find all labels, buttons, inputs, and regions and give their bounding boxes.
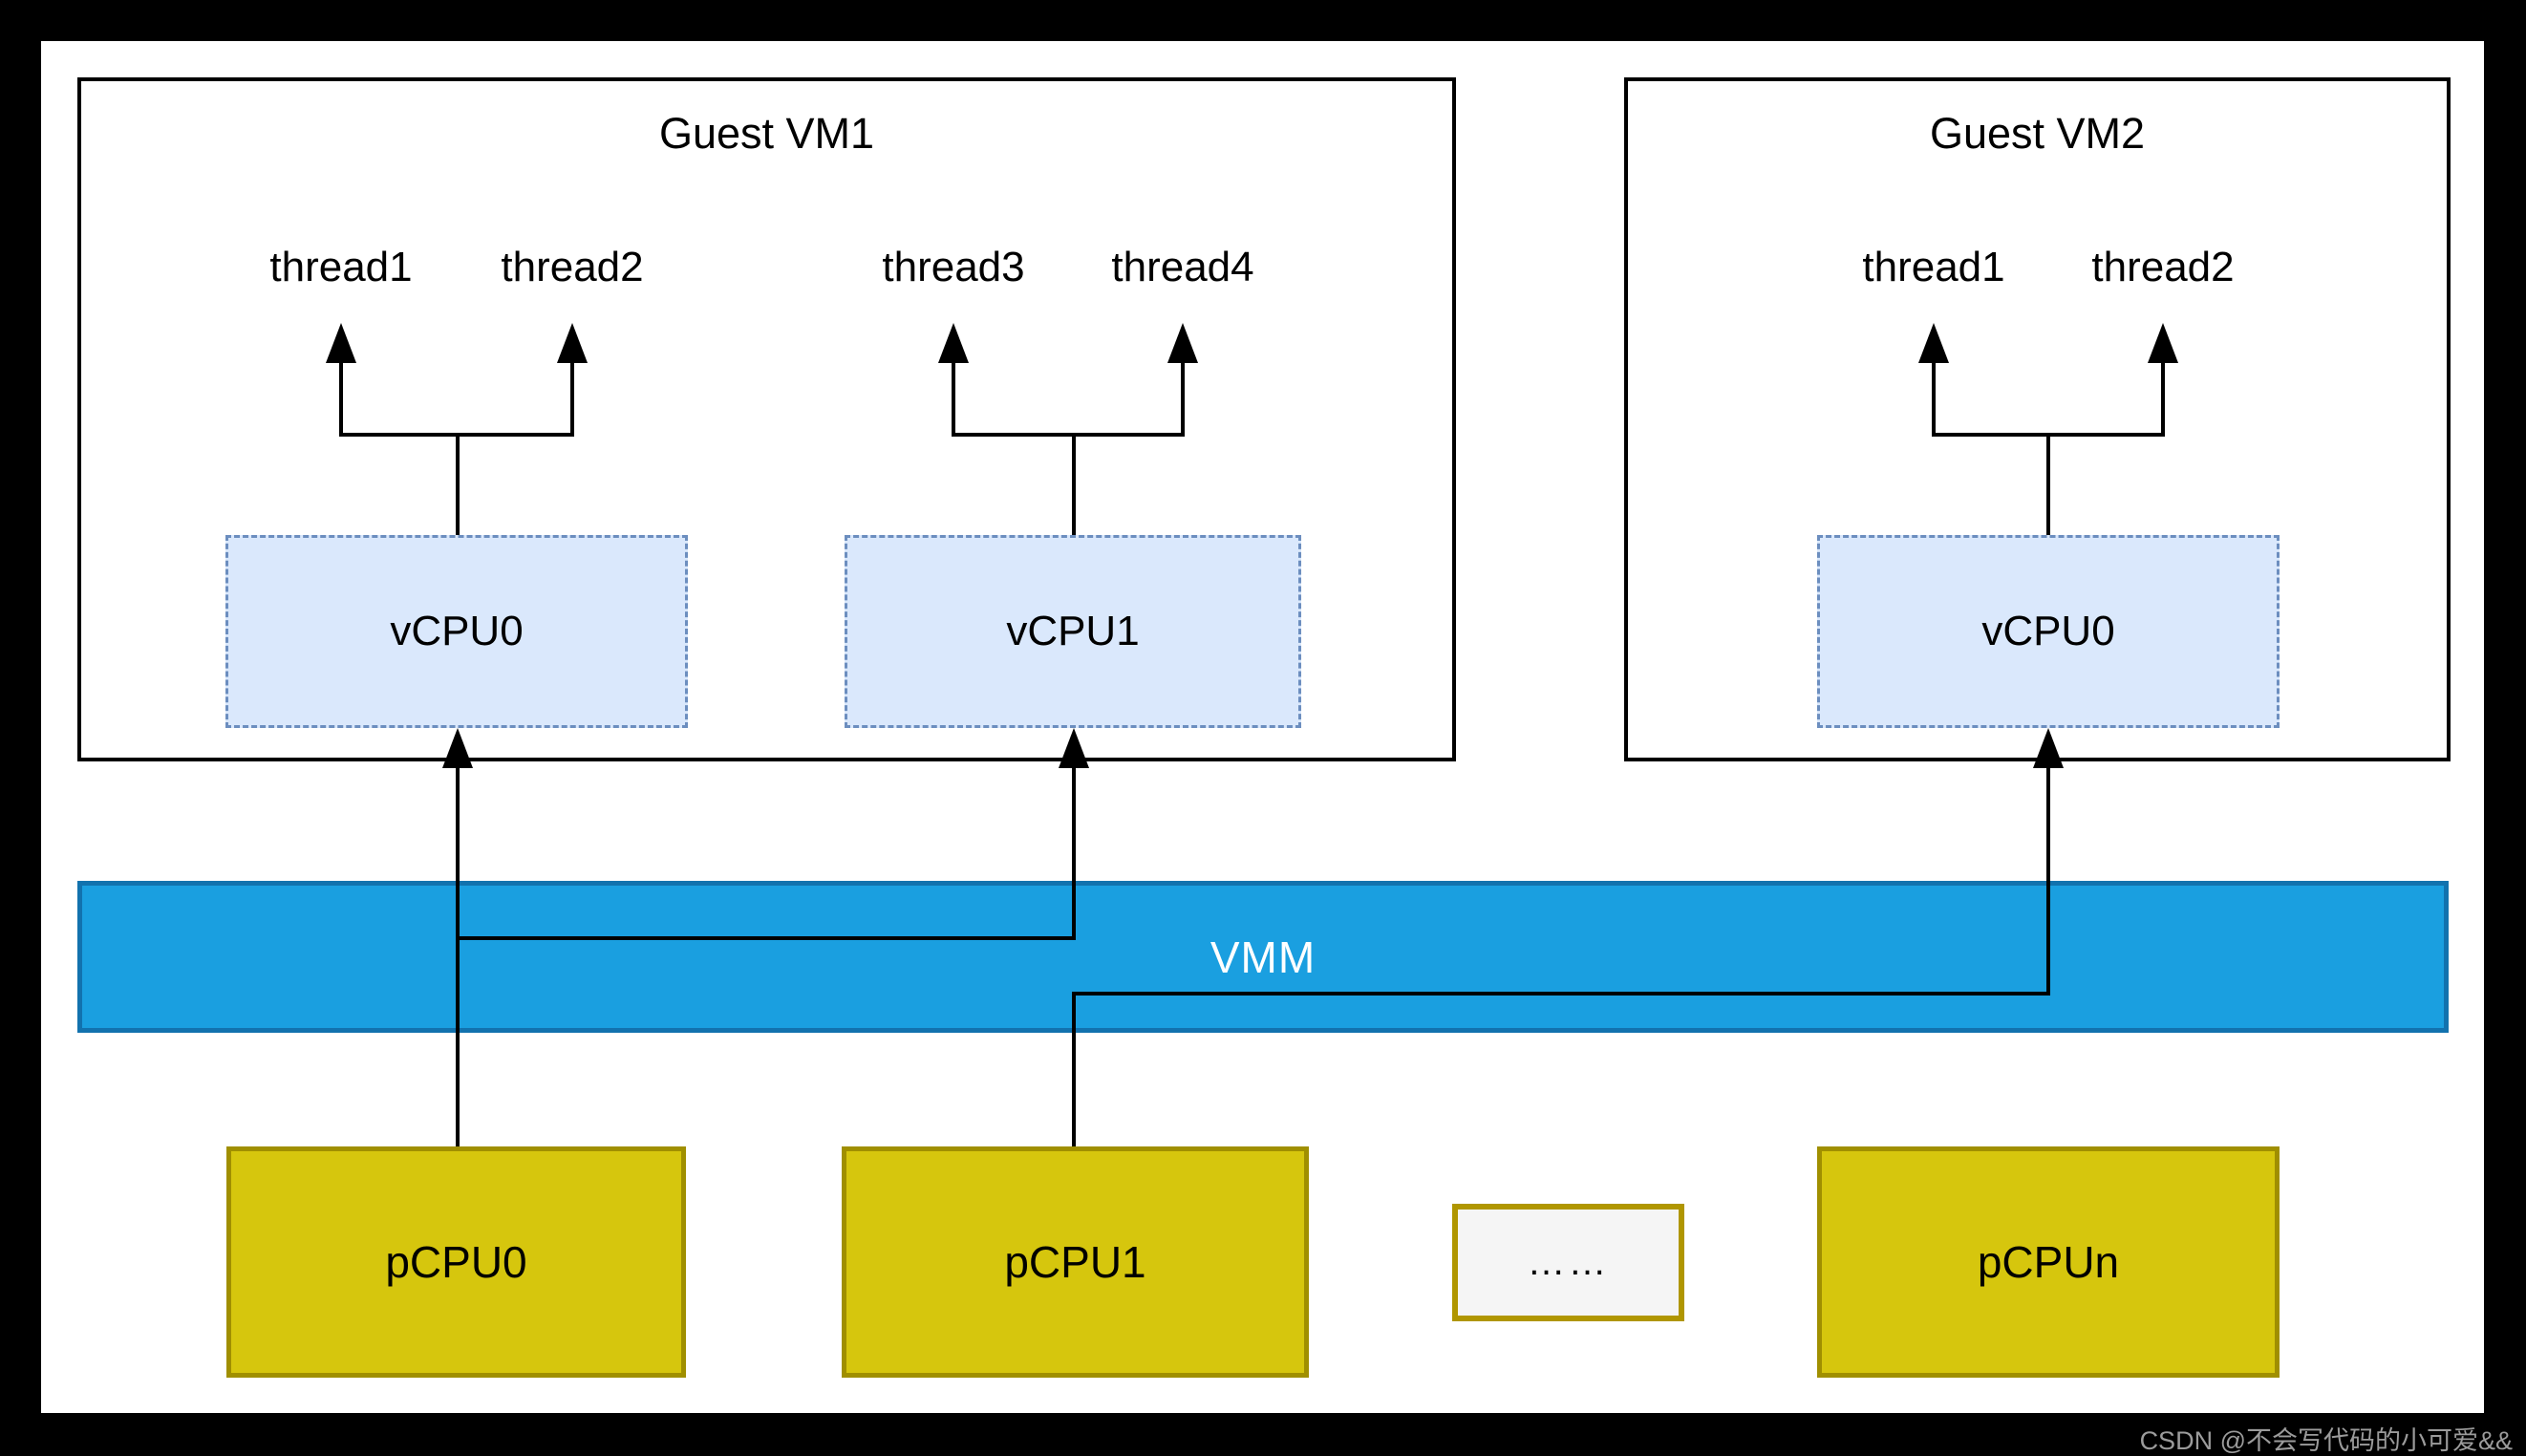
vm2-vcpu0-fork-stem: [2046, 433, 2050, 535]
pcpu0-to-vcpu1-arrowhead: [1059, 728, 1089, 768]
more-pcpus-box: ……: [1452, 1204, 1684, 1321]
pcpun-box: pCPUn: [1817, 1146, 2280, 1378]
pcpu0-box: pCPU0: [226, 1146, 686, 1378]
pcpu1-label: pCPU1: [1004, 1237, 1146, 1287]
vm2-thread1-label: thread1: [1862, 244, 2005, 290]
pcpu1-to-vm2-vcpu0-vertical-lower: [1072, 992, 1076, 1148]
vm1-thread3-arrowhead: [938, 323, 969, 363]
pcpu0-to-vcpu1-horizontal: [456, 936, 1076, 940]
vm2-thread2-label: thread2: [2091, 244, 2235, 290]
vmm-bar: VMM: [77, 881, 2449, 1033]
vm1-thread1-label: thread1: [269, 244, 413, 290]
pcpu0-to-vcpu0-arrowhead: [442, 728, 473, 768]
pcpu1-to-vm2-vcpu0-vertical-upper: [2046, 764, 2050, 996]
vm1-vcpu0-fork-stem: [456, 433, 460, 535]
vm2-thread1-arrow-shaft: [1932, 359, 1936, 437]
vm2-vcpu0-box: vCPU0: [1817, 535, 2280, 728]
more-pcpus-ellipsis: ……: [1527, 1241, 1610, 1283]
vm2-thread2-arrowhead: [2148, 323, 2178, 363]
vm1-thread1-arrow-shaft: [339, 359, 343, 437]
vm2-thread1-arrowhead: [1918, 323, 1949, 363]
pcpu0-label: pCPU0: [385, 1237, 527, 1287]
watermark-text: CSDN @不会写代码的小可爱&&: [2139, 1426, 2513, 1455]
pcpu1-to-vm2-vcpu0-arrowhead: [2033, 728, 2064, 768]
pcpun-label: pCPUn: [1977, 1237, 2120, 1287]
vm1-thread2-arrow-shaft: [570, 359, 574, 437]
guest-vm1-title: Guest VM1: [658, 109, 875, 158]
vm1-thread2-label: thread2: [501, 244, 644, 290]
vm1-vcpu1-fork-bar: [952, 433, 1185, 437]
vm1-thread2-arrowhead: [557, 323, 588, 363]
vm1-vcpu0-label: vCPU0: [390, 608, 524, 654]
vm1-thread3-label: thread3: [882, 244, 1025, 290]
pcpu0-to-vcpu1-vertical: [1072, 764, 1076, 940]
pcpu1-to-vm2-vcpu0-horizontal: [1072, 992, 2050, 996]
vm1-vcpu0-box: vCPU0: [225, 535, 688, 728]
vm2-thread2-arrow-shaft: [2161, 359, 2165, 437]
vmm-label: VMM: [1209, 931, 1317, 982]
vm1-vcpu1-label: vCPU1: [1006, 608, 1140, 654]
pcpu1-box: pCPU1: [842, 1146, 1309, 1378]
guest-vm2-title: Guest VM2: [1929, 109, 2146, 158]
vm1-thread1-arrowhead: [326, 323, 356, 363]
vm1-thread4-arrowhead: [1167, 323, 1198, 363]
pcpu0-to-vcpu0-line: [456, 764, 460, 1146]
vm2-vcpu0-label: vCPU0: [1981, 608, 2115, 654]
vm1-thread4-arrow-shaft: [1181, 359, 1185, 437]
vm1-vcpu1-fork-stem: [1072, 433, 1076, 535]
vm1-thread4-label: thread4: [1111, 244, 1254, 290]
vm1-thread3-arrow-shaft: [952, 359, 955, 437]
vm1-vcpu1-box: vCPU1: [845, 535, 1301, 728]
